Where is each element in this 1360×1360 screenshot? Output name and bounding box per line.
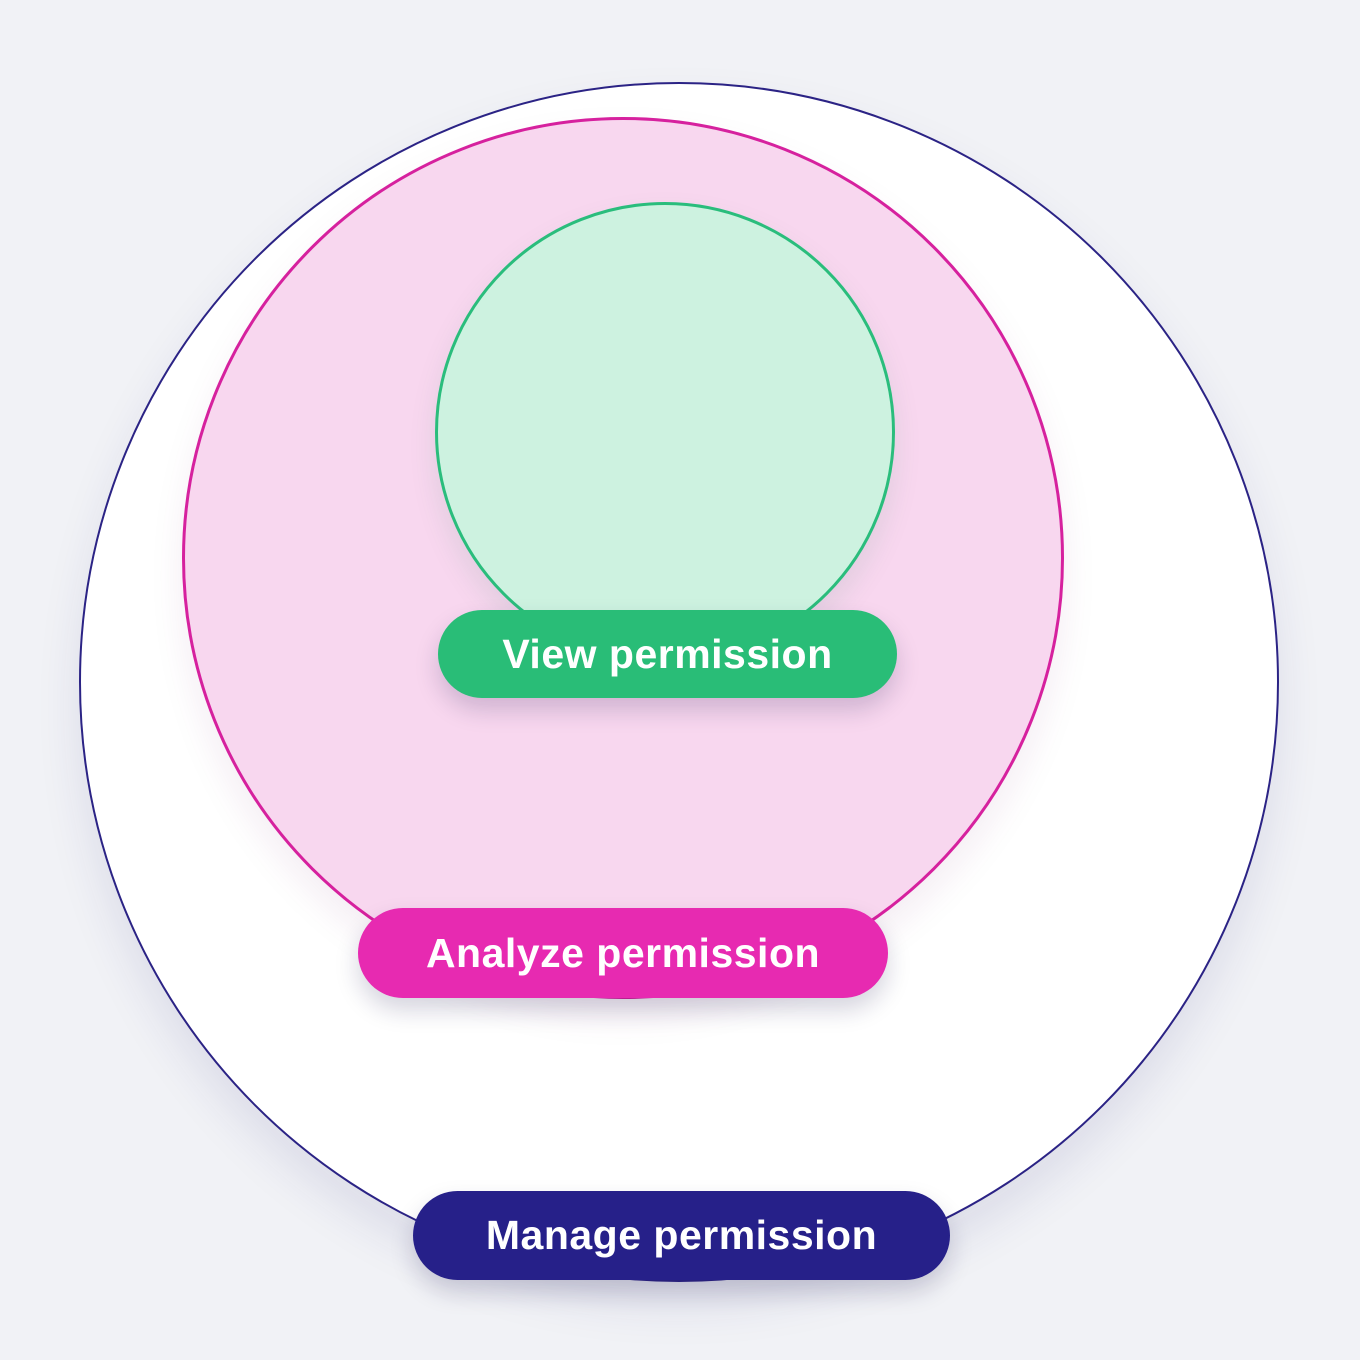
analyze-permission-label-pill: Analyze permission (358, 908, 888, 998)
manage-permission-label: Manage permission (485, 1212, 878, 1258)
view-permission-label: View permission (502, 630, 833, 677)
view-permission-circle (435, 202, 895, 662)
manage-permission-label-pill: Manage permission (413, 1191, 950, 1280)
analyze-permission-label: Analyze permission (425, 929, 821, 976)
view-permission-label-pill: View permission (438, 610, 897, 698)
